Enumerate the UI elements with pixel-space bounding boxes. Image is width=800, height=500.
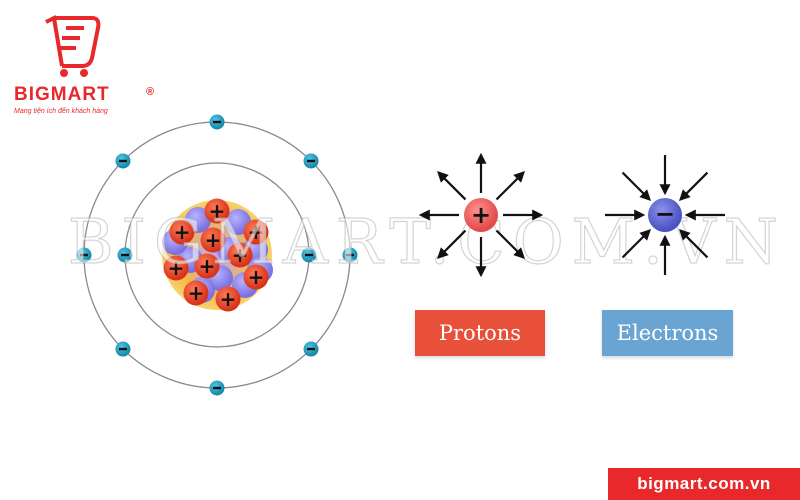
field-arrow [495, 229, 525, 259]
electron-sign [213, 386, 221, 390]
field-arrow [495, 171, 525, 201]
electron-sign [213, 120, 221, 124]
electron-field-arrows [605, 155, 725, 275]
proton-sign: + [209, 199, 226, 223]
proton-sign: + [174, 220, 191, 244]
atom-diagram: ++++++++++ [70, 110, 370, 410]
proton-sign: + [248, 265, 265, 289]
electron-sign [307, 347, 316, 351]
proton [227, 242, 253, 268]
proton [200, 227, 226, 253]
electron-sign [118, 159, 127, 163]
electrons-label: Electrons [602, 310, 733, 356]
field-arrow [679, 229, 709, 259]
proton [194, 253, 220, 279]
field-arrow [679, 171, 709, 201]
proton-sign: + [232, 243, 249, 267]
proton-charge-icon [464, 198, 498, 232]
proton-sign: + [471, 201, 491, 229]
electron-charge-icon [648, 198, 682, 232]
registered-mark: ® [146, 86, 155, 98]
electron-sign: − [655, 200, 675, 228]
brand-logo[interactable]: BIGMART ® Mang tiện ích đến khách hàng [10, 8, 160, 118]
proton-sign: + [248, 220, 265, 244]
electron-sign [307, 159, 316, 163]
nucleons: ++++++++++ [162, 198, 273, 312]
proton-field-arrows [418, 152, 544, 278]
electron-sign [305, 253, 313, 257]
proton-sign: + [199, 254, 216, 278]
field-arrow [437, 229, 467, 259]
brand-name: BIGMART [14, 84, 110, 105]
brand-tagline: Mang tiện ích đến khách hàng [14, 108, 108, 115]
electrons [76, 114, 358, 396]
field-arrow [621, 229, 651, 259]
protons-label: Protons [415, 310, 545, 356]
field-arrow [621, 171, 651, 201]
electron-sign [346, 253, 354, 257]
electron-sign [118, 347, 127, 351]
proton [163, 255, 189, 281]
proton-sign: + [168, 256, 185, 280]
footer-website-link[interactable]: bigmart.com.vn [608, 468, 800, 500]
electron-sign [121, 253, 129, 257]
proton-sign: + [205, 228, 222, 252]
atom-svg: ++++++++++ [76, 114, 358, 396]
proton [243, 219, 269, 245]
proton [183, 280, 209, 306]
shopping-cart-logo-icon [45, 15, 101, 77]
proton [169, 219, 195, 245]
field-arrow [437, 171, 467, 201]
proton [243, 264, 269, 290]
proton [215, 286, 241, 312]
proton-sign: + [188, 281, 205, 305]
electron-sign [80, 253, 88, 257]
proton-sign: + [220, 287, 237, 311]
proton [204, 198, 230, 224]
